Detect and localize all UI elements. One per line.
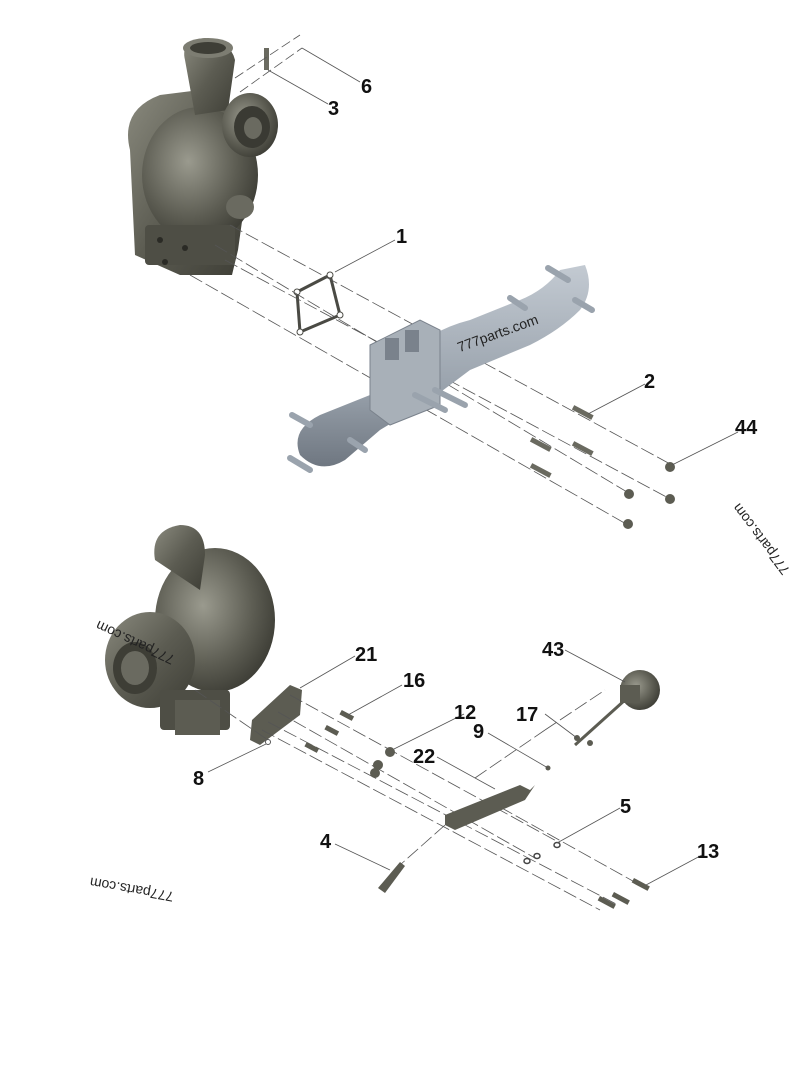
callout-9[interactable]: 9 bbox=[473, 721, 485, 743]
part-3-plate bbox=[264, 48, 269, 70]
lower-fasteners bbox=[304, 709, 650, 909]
part-43-actuator bbox=[573, 670, 660, 747]
callout-5[interactable]: 5 bbox=[620, 796, 632, 818]
callout-22[interactable]: 22 bbox=[413, 746, 436, 768]
part-44-nuts bbox=[623, 462, 675, 529]
part-8-ring bbox=[265, 739, 271, 745]
callout-3[interactable]: 3 bbox=[328, 98, 340, 120]
callout-1[interactable]: 1 bbox=[396, 226, 408, 248]
part-2-studs bbox=[529, 405, 594, 478]
exhaust-manifold bbox=[287, 265, 595, 473]
leader-lines-top bbox=[234, 34, 303, 93]
callout-leaders-lower bbox=[207, 649, 703, 886]
callout-leaders-top bbox=[267, 47, 396, 273]
callout-8[interactable]: 8 bbox=[193, 768, 205, 790]
callout-2[interactable]: 2 bbox=[644, 371, 656, 393]
part-5-orings bbox=[523, 841, 561, 865]
callout-21[interactable]: 21 bbox=[355, 644, 378, 666]
callout-44[interactable]: 44 bbox=[735, 417, 758, 439]
turbocharger-upper bbox=[128, 38, 278, 275]
alignment-lines-lower bbox=[194, 689, 641, 911]
callout-4[interactable]: 4 bbox=[320, 831, 332, 853]
callout-leaders-mid bbox=[587, 383, 739, 466]
part-22-bracket bbox=[445, 785, 535, 830]
callout-16[interactable]: 16 bbox=[403, 670, 426, 692]
part-21-bracket bbox=[250, 685, 302, 745]
callout-13[interactable]: 13 bbox=[697, 841, 720, 863]
callout-12[interactable]: 12 bbox=[454, 702, 477, 724]
callout-43[interactable]: 43 bbox=[542, 639, 565, 661]
turbocharger-lower bbox=[105, 525, 275, 735]
callout-6[interactable]: 6 bbox=[361, 76, 373, 98]
part-1-gasket bbox=[293, 271, 344, 336]
part-4-rod-end bbox=[378, 862, 405, 893]
callout-17[interactable]: 17 bbox=[516, 704, 539, 726]
